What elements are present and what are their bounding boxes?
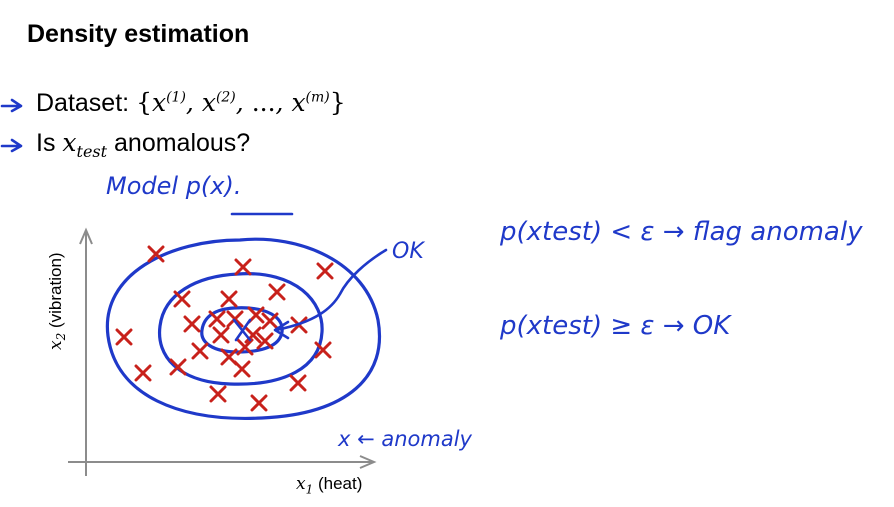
data-point-x-icon xyxy=(268,283,286,301)
data-point-x-icon xyxy=(236,338,254,356)
data-point-x-icon xyxy=(256,332,274,350)
arrow-icon xyxy=(0,98,23,113)
data-point-x-icon xyxy=(169,358,187,376)
data-point-x-icon xyxy=(316,262,334,280)
slide-title: Density estimation xyxy=(27,20,250,48)
data-point-x-icon xyxy=(289,374,307,392)
data-point-x-icon xyxy=(191,342,209,360)
data-point-x-icon xyxy=(234,258,252,276)
test-point-x-icon xyxy=(232,318,252,342)
data-point-x-icon xyxy=(147,245,165,263)
data-point-x-icon xyxy=(212,326,230,344)
data-point-x-icon xyxy=(173,290,191,308)
data-point-x-icon xyxy=(226,310,244,328)
bullet-test: Is xtest anomalous? xyxy=(36,128,250,161)
bullet-test-prefix: Is xyxy=(36,129,63,157)
data-point-x-icon xyxy=(250,394,268,412)
bullet-test-suffix: anomalous? xyxy=(107,129,251,157)
data-points xyxy=(115,245,334,412)
plot-axes xyxy=(68,227,377,476)
rule-flag-anomaly: p(xtest) < ε → flag anomaly xyxy=(499,217,863,247)
data-point-x-icon xyxy=(314,341,332,359)
anomaly-note: x ← anomaly xyxy=(337,427,473,451)
data-point-x-icon xyxy=(233,360,251,378)
data-point-x-icon xyxy=(208,310,226,328)
data-point-x-icon xyxy=(209,385,227,403)
data-point-x-icon xyxy=(247,306,265,324)
x-axis-label: x1 (heat) xyxy=(296,474,363,497)
data-point-x-icon xyxy=(115,328,133,346)
model-note: Model p(x). xyxy=(106,172,241,200)
arrow-icon xyxy=(0,138,23,153)
data-point-x-icon xyxy=(183,315,201,333)
dataset-set: {x(1), x(2), ..., x(m)} xyxy=(136,88,346,117)
bullet-dataset: Dataset: {x(1), x(2), ..., x(m)} xyxy=(36,88,346,118)
rule-ok: p(xtest) ≥ ε → OK xyxy=(499,311,732,341)
x-test-var: xtest xyxy=(62,128,108,161)
data-point-x-icon xyxy=(261,312,279,330)
data-point-x-icon xyxy=(220,290,238,308)
bullet-dataset-prefix: Dataset: xyxy=(36,89,137,117)
data-point-x-icon xyxy=(134,364,152,382)
ok-pointer-arrow xyxy=(273,248,388,340)
ok-annotation: OK xyxy=(392,239,425,264)
